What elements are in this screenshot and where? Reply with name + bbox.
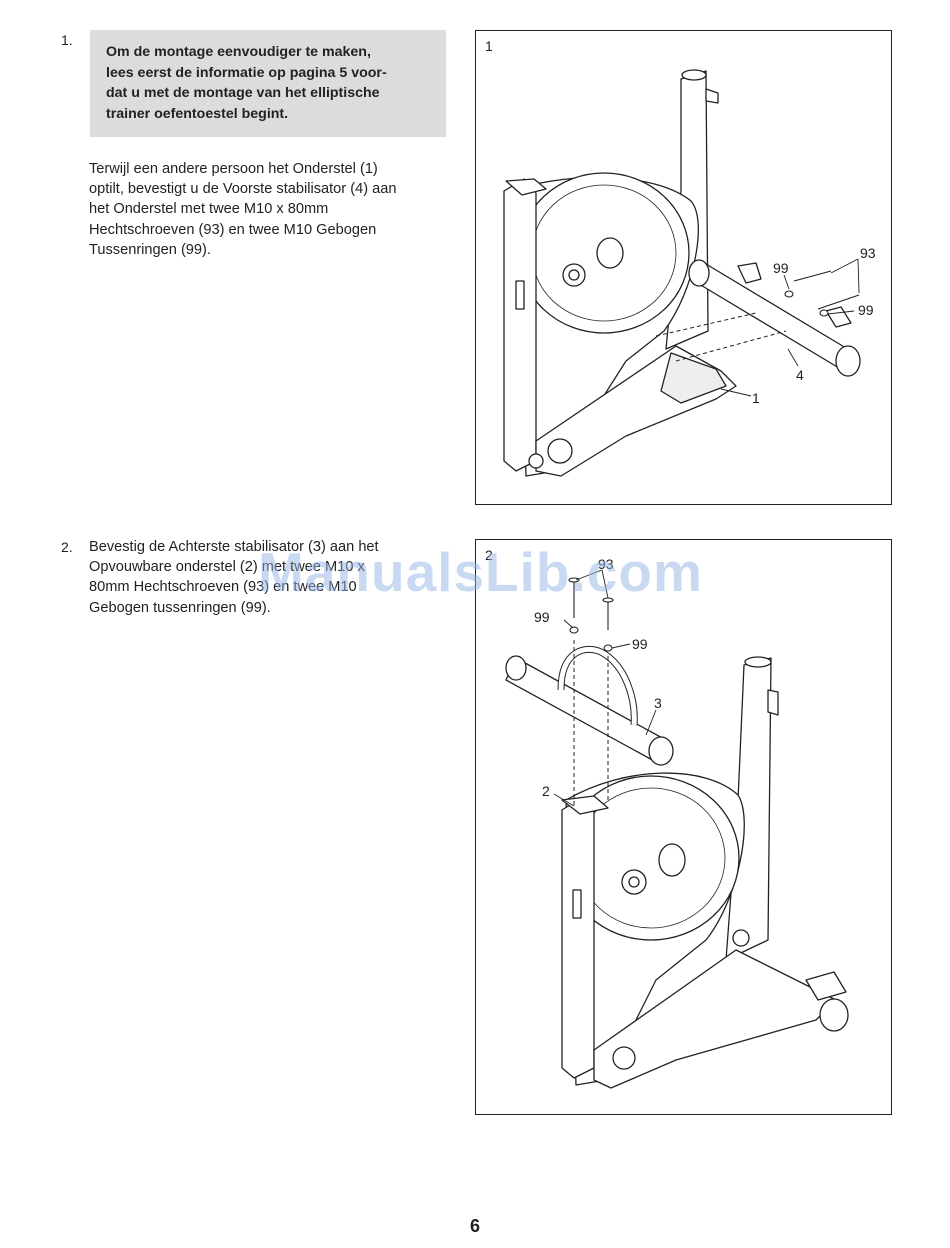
figure-1-label-washer-right: 99	[858, 302, 874, 318]
figure-1-label-frame: 1	[752, 390, 760, 406]
step-1-number: 1.	[61, 32, 73, 48]
figure-2-number: 2	[485, 547, 493, 563]
note-line: dat u met de montage van het elliptische	[106, 85, 380, 101]
figure-2-label-frame: 2	[542, 783, 550, 799]
figure-1-label-stabilizer: 4	[796, 367, 804, 383]
instruction-line: Bevestig de Achterste stabilisator (3) a…	[89, 539, 379, 555]
instruction-line: het Onderstel met twee M10 x 80mm	[89, 201, 329, 218]
instruction-line: 80mm Hechtschroeven (93) en twee M10	[89, 579, 357, 596]
figure-1-number: 1	[485, 38, 493, 54]
figure-1-label-washer-left: 99	[773, 260, 789, 276]
assembly-note-box: Om de montage eenvoudiger te maken, lees…	[90, 30, 446, 137]
instruction-line: Hechtschroeven (93) en twee M10 Gebogen	[89, 221, 377, 238]
figure-1-frame: 1	[475, 30, 892, 505]
step-1-instructions: Terwijl een andere persoon het Onderstel…	[89, 159, 459, 260]
step-2-instructions: Bevestig de Achterste stabilisator (3) a…	[89, 537, 459, 618]
figure-2-frame: 2	[475, 539, 892, 1115]
figure-2-label-washer-left: 99	[534, 609, 550, 625]
figure-2-label-bolt: 93	[598, 556, 614, 572]
note-line: Om de montage eenvoudiger te maken,	[106, 44, 371, 60]
instruction-line: Terwijl een andere persoon het Onderstel…	[89, 161, 378, 177]
page-number: 6	[469, 1216, 480, 1236]
note-line: trainer oefentoestel begint.	[106, 105, 289, 122]
figure-2-illustration: 93 99 99 3 2	[505, 556, 849, 1089]
note-line: lees eerst de informatie op pagina 5 voo…	[106, 64, 387, 81]
instruction-line: Gebogen tussenringen (99).	[89, 599, 271, 616]
figure-1-label-bolt: 93	[860, 245, 876, 261]
instruction-line: optilt, bevestigt u de Voorste stabilisa…	[89, 181, 397, 198]
instruction-line: Tussenringen (99).	[89, 241, 211, 258]
figure-1-illustration: 99 93 99 4 1	[503, 69, 876, 477]
step-2-number: 2.	[61, 539, 73, 555]
figure-2-label-stabilizer: 3	[654, 695, 662, 711]
instruction-line: Opvouwbare onderstel (2) met twee M10 x	[89, 559, 365, 576]
figure-2-label-washer-right: 99	[632, 636, 648, 652]
